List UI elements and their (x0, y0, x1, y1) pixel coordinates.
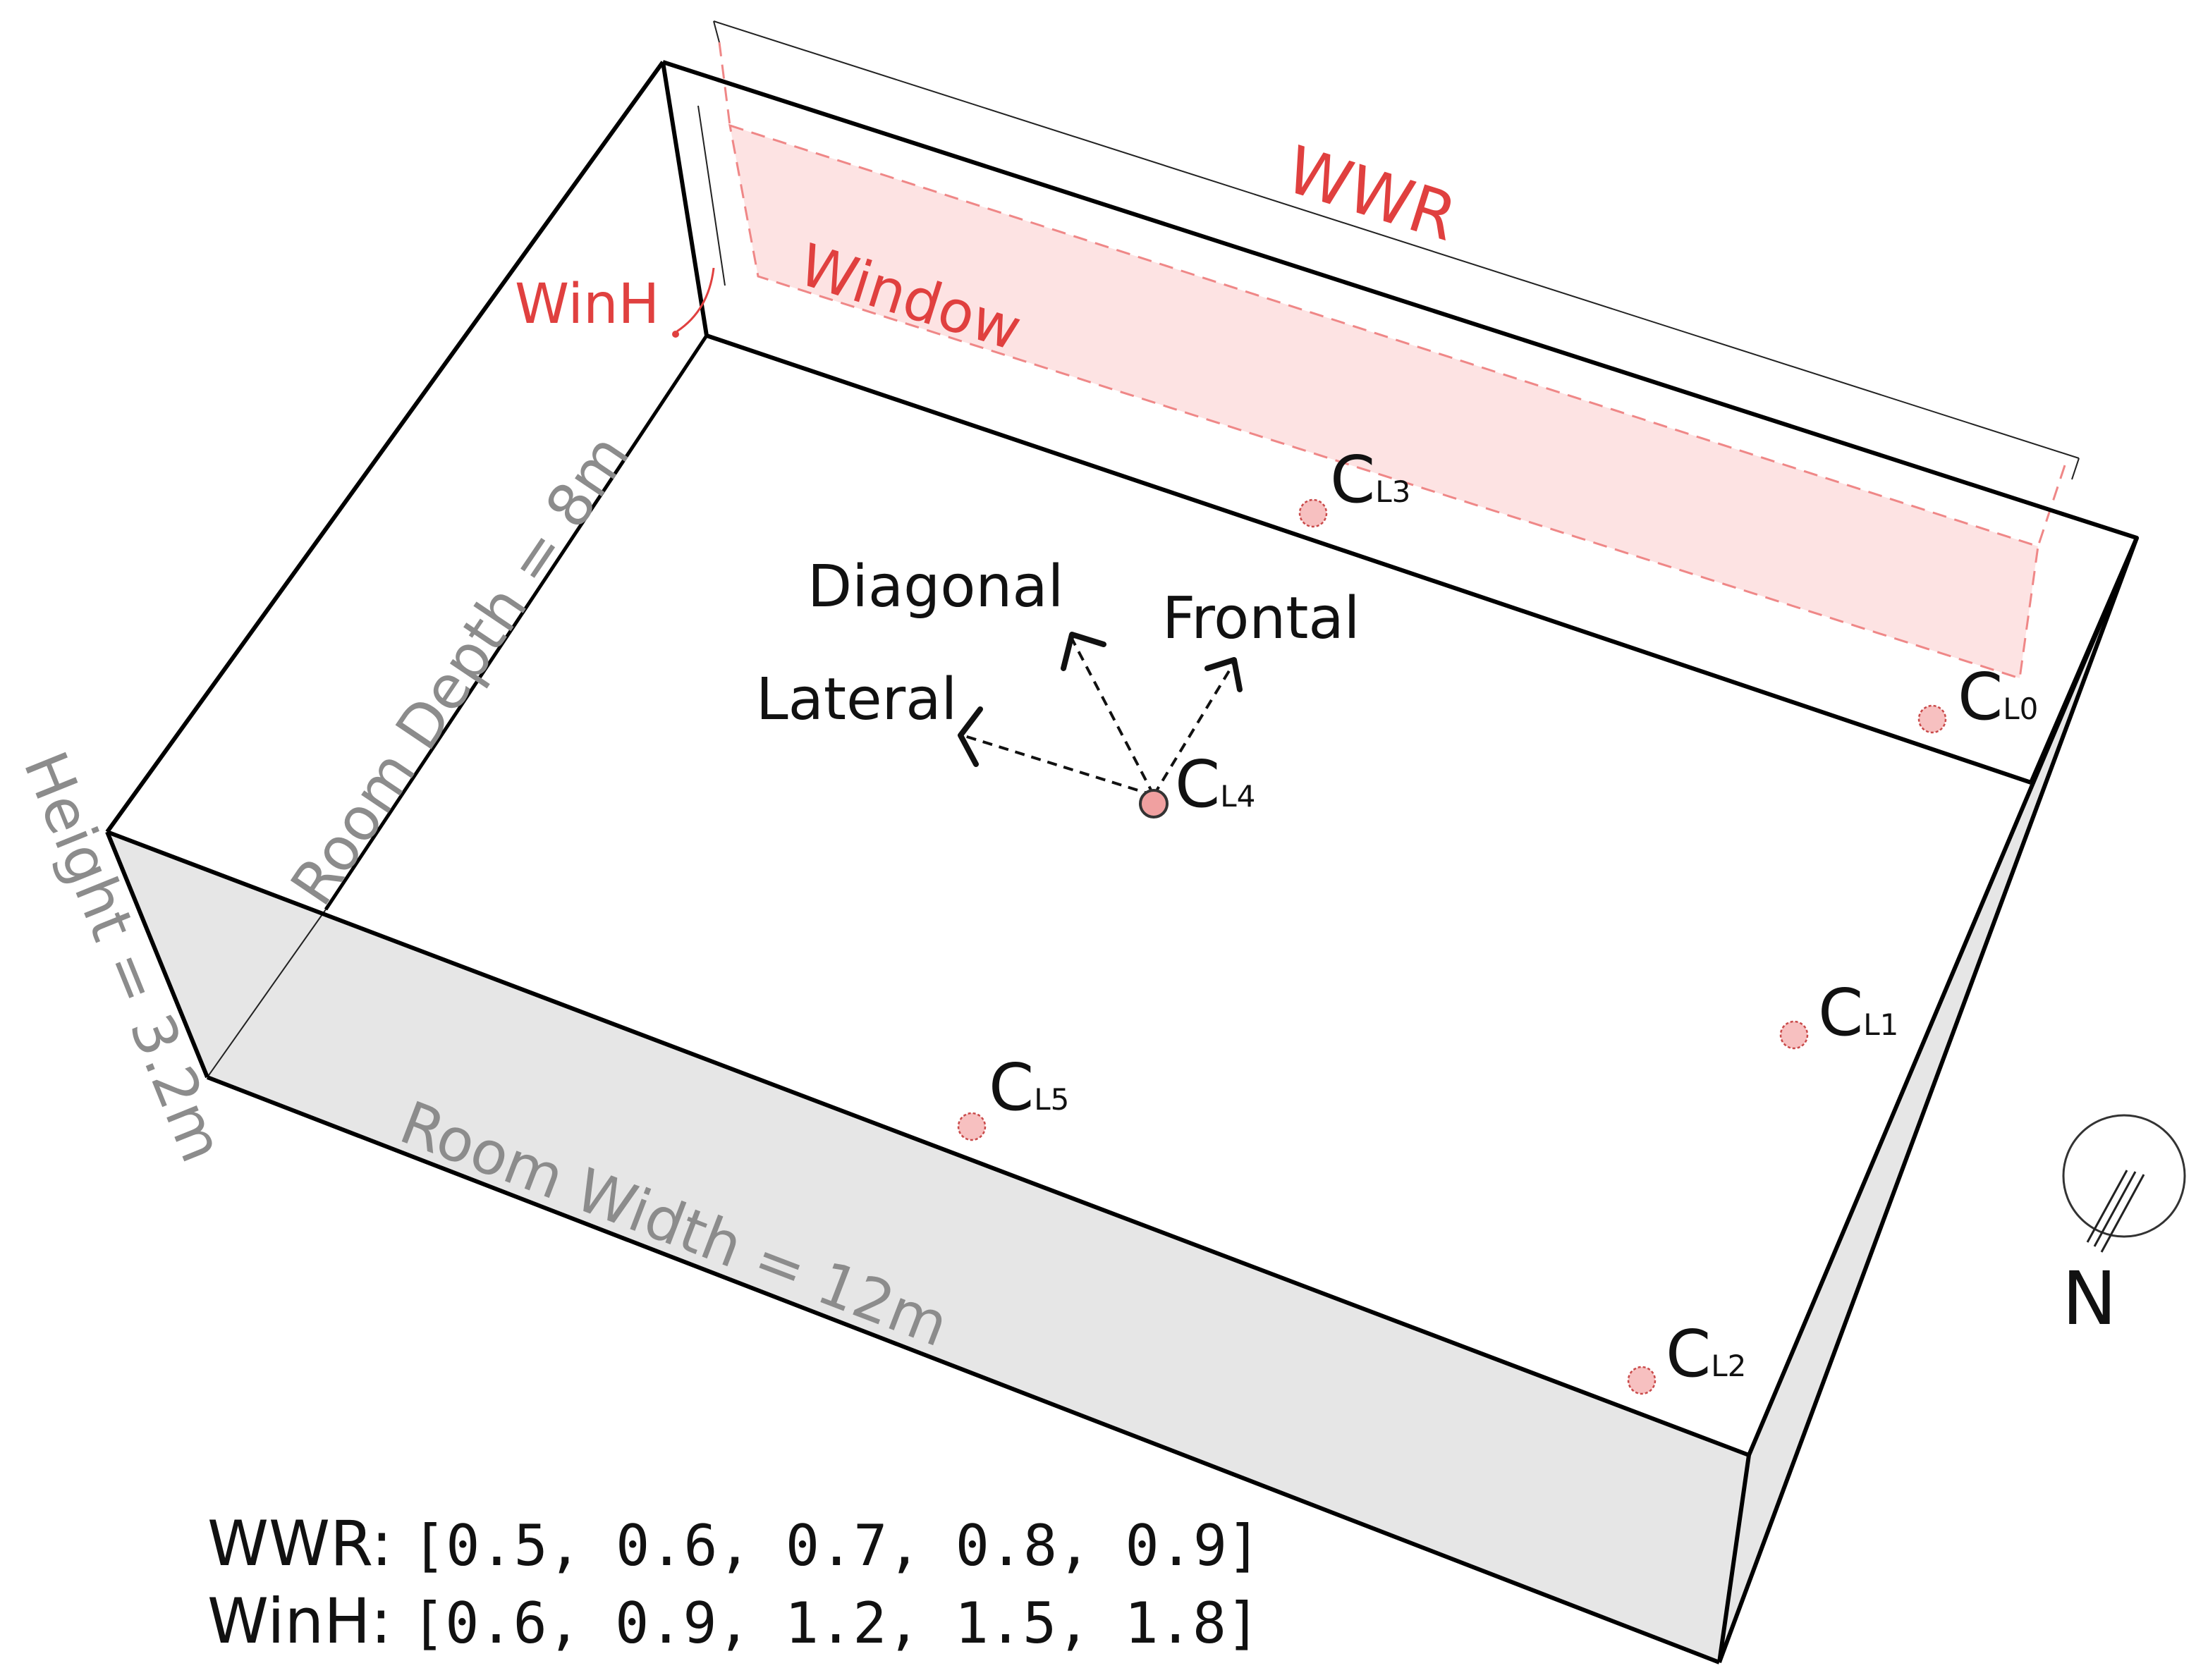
measurement-point: CL3 (1298, 442, 1410, 528)
hidden-edge (207, 909, 327, 1078)
floor (107, 336, 2031, 1455)
frontal-label: Frontal (1162, 585, 1360, 652)
svg-text:CL2: CL2 (1666, 1316, 1746, 1392)
svg-text:CL0: CL0 (1958, 659, 2038, 735)
lateral-label: Lateral (756, 666, 957, 733)
winh-label: WinH (515, 273, 659, 336)
measurement-point: CL4 (1139, 747, 1255, 822)
winh-dimension (672, 105, 726, 338)
svg-text:CL4: CL4 (1175, 747, 1255, 822)
measurement-point: CL5 (957, 1050, 1069, 1141)
window-pane (730, 125, 2038, 678)
wwr-params-label: WWR: (207, 1507, 392, 1580)
diagonal-label: Diagonal (807, 553, 1063, 620)
wwr-params-values: [0.5, 0.6, 0.7, 0.8, 0.9] (412, 1513, 1261, 1578)
svg-text:CL1: CL1 (1818, 975, 1898, 1050)
right-edge (1717, 537, 2139, 1664)
window-outline (718, 42, 2066, 680)
wwr-dimension (713, 20, 2080, 480)
compass-icon (2062, 1114, 2186, 1253)
winh-params-values: [0.6, 0.9, 1.2, 1.5, 1.8] (411, 1590, 1260, 1656)
diagonal-arrowhead (1061, 632, 1106, 671)
winh-params: WinH: [0.6, 0.9, 1.2, 1.5, 1.8] (207, 1585, 1260, 1657)
svg-text:CL3: CL3 (1330, 442, 1410, 517)
lateral-arrowhead (958, 706, 983, 767)
wwr-label: WWR (1277, 132, 1465, 256)
frontal-arrowhead (1204, 657, 1243, 692)
measurement-point: CL2 (1627, 1316, 1746, 1395)
wwr-params: WWR: [0.5, 0.6, 0.7, 0.8, 0.9] (207, 1507, 1261, 1580)
svg-text:CL5: CL5 (989, 1050, 1069, 1125)
measurement-point: CL0 (1917, 659, 2038, 735)
direction-arrows (958, 632, 1243, 797)
winh-params-label: WinH: (207, 1585, 391, 1657)
room-edges (105, 60, 2139, 1664)
measurement-point: CL1 (1779, 975, 1898, 1050)
north-label: N (2062, 1256, 2117, 1342)
front-wall (107, 832, 1749, 1662)
